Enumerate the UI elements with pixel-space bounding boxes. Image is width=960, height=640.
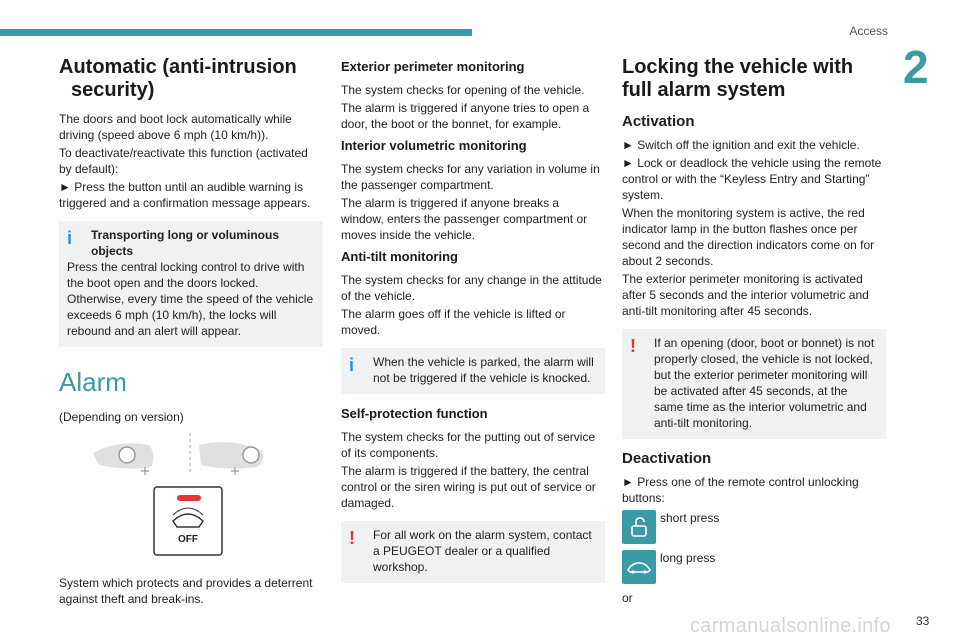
alarm-version-note: (Depending on version) [59, 410, 184, 424]
self-protection-heading: Self-protection function [341, 406, 488, 421]
or-text: or [622, 591, 633, 605]
section-title: Access [849, 24, 888, 38]
unlock-svg [631, 517, 647, 537]
activation-heading: Activation [622, 113, 695, 130]
note-body: When the vehicle is parked, the alarm wi… [373, 355, 594, 385]
exterior-monitoring-heading: Exterior perimeter monitoring [341, 59, 525, 74]
paragraph: The alarm is triggered if the battery, t… [341, 464, 596, 510]
warning-note: ! For all work on the alarm system, cont… [341, 521, 605, 583]
paragraph: The system checks for any variation in v… [341, 162, 600, 192]
short-press-label: short press [660, 511, 720, 525]
column-1: Automatic (anti-intrusion security) The … [59, 56, 323, 609]
paragraph: The system checks for opening of the veh… [341, 83, 585, 97]
interior-monitoring-heading: Interior volumetric monitoring [341, 138, 527, 153]
short-press-row: short press [622, 510, 886, 544]
unlock-icon [622, 510, 656, 544]
page-number: 33 [916, 614, 930, 628]
sensor-right [242, 446, 260, 464]
paragraph: ► Switch off the ignition and exit the v… [622, 138, 860, 152]
paragraph: To deactivate/reactivate this function (… [59, 146, 308, 176]
anti-tilt-heading: Anti-tilt monitoring [341, 249, 458, 264]
alarm-indicator-lamp [177, 495, 201, 501]
vehicle-unlock-icon [622, 550, 656, 584]
paragraph: The doors and boot lock automatically wh… [59, 112, 292, 142]
warning-icon: ! [349, 528, 355, 548]
column-3: Locking the vehicle with full alarm syst… [622, 56, 886, 608]
off-label: OFF [178, 534, 198, 545]
alarm-button-illustration: OFF [93, 433, 264, 556]
column-2: Exterior perimeter monitoring The system… [341, 59, 605, 595]
paragraph: The system checks for any change in the … [341, 273, 602, 303]
paragraph: The system checks for the putting out of… [341, 430, 596, 460]
header-accent-bar [0, 29, 472, 36]
note-body: If an opening (door, boot or bonnet) is … [654, 336, 875, 430]
chapter-number: 2 [903, 41, 929, 93]
paragraph: The alarm goes off if the vehicle is lif… [341, 307, 566, 337]
paragraph: When the monitoring system is active, th… [622, 206, 875, 268]
alarm-button [153, 486, 223, 556]
info-icon: i [349, 355, 355, 375]
paragraph: The alarm is triggered if anyone tries t… [341, 101, 590, 131]
paragraph: The exterior perimeter monitoring is act… [622, 272, 869, 318]
lock-mark-left [141, 467, 149, 475]
title-line-1: Automatic (anti-intrusion [59, 56, 297, 78]
alarm-description: System which protects and provides a det… [59, 576, 313, 606]
vehicle-svg [627, 562, 651, 574]
warning-note: ! If an opening (door, boot or bonnet) i… [622, 329, 886, 439]
lock-mark-right [231, 467, 239, 475]
deactivation-heading: Deactivation [622, 450, 712, 467]
note-title: Transporting long or voluminous objects [91, 228, 279, 258]
alarm-illustration: OFF [59, 431, 323, 571]
paragraph: The alarm is triggered if anyone breaks … [341, 196, 588, 242]
sensor-left [118, 446, 136, 464]
alarm-heading: Alarm [59, 367, 127, 397]
info-icon: i [67, 228, 73, 248]
note-body: Press the central locking control to dri… [67, 260, 314, 338]
note-body: For all work on the alarm system, contac… [373, 528, 592, 574]
paragraph: ► Press one of the remote control unlock… [622, 475, 859, 505]
info-note: i Transporting long or voluminous object… [59, 221, 323, 347]
long-press-row: long press [622, 550, 886, 584]
info-note: i When the vehicle is parked, the alarm … [341, 348, 605, 394]
paragraph: ► Press the button until an audible warn… [59, 180, 311, 210]
title-line-2: security) [71, 79, 155, 101]
car-icon [172, 513, 204, 528]
long-press-label: long press [660, 551, 716, 565]
automatic-locking-title: Automatic (anti-intrusion security) [59, 56, 323, 102]
full-alarm-title: Locking the vehicle with full alarm syst… [622, 56, 854, 101]
waves-icon [172, 507, 204, 516]
paragraph: ► Lock or deadlock the vehicle using the… [622, 156, 882, 202]
watermark: carmanualsonline.info [690, 615, 891, 637]
warning-icon: ! [630, 336, 636, 356]
